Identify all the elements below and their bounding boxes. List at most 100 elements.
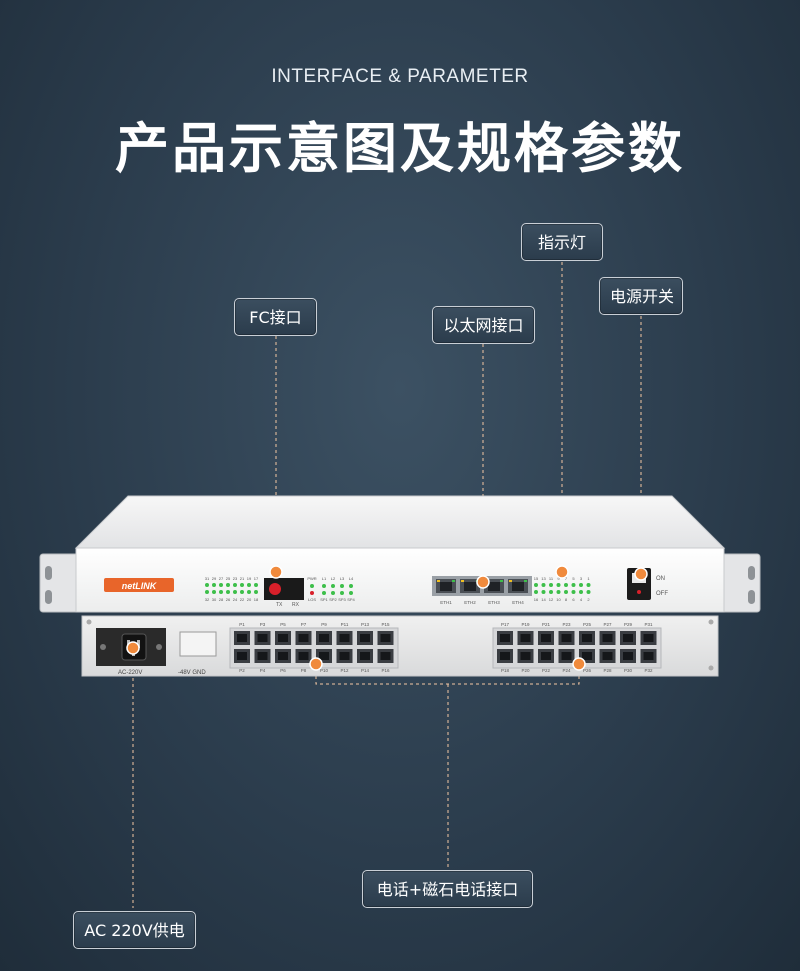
- dc-label: -48V GND: [178, 670, 206, 676]
- phone-port-label: P9: [321, 622, 327, 627]
- status-led-label: SP4: [347, 597, 355, 602]
- led-indicator: [571, 590, 576, 594]
- led-indicator: [541, 583, 546, 587]
- phone-jack: [380, 652, 391, 660]
- dc-terminal: -48V GND: [178, 631, 217, 676]
- status-led-label: SP2: [329, 597, 337, 602]
- phone-jack: [561, 652, 572, 660]
- phone-jack: [237, 652, 247, 660]
- phone-port-label: P23: [562, 622, 571, 627]
- status-led: [331, 584, 335, 588]
- phone-port-label: P24: [562, 668, 571, 673]
- led-label: 18: [254, 597, 259, 602]
- led-indicator: [233, 583, 237, 587]
- phone-port-label: P27: [603, 622, 612, 627]
- led-indicator: [233, 590, 237, 594]
- callout-phone-port: 电话+磁石电话接口: [362, 870, 533, 908]
- ethernet-led: [452, 580, 455, 582]
- led-indicator: [541, 590, 546, 594]
- led-indicator: [534, 590, 538, 594]
- led-label: 22: [240, 597, 245, 602]
- led-label: 21: [240, 576, 245, 581]
- ethernet-led: [461, 580, 464, 582]
- ethernet-led: [437, 580, 440, 582]
- led-indicator: [579, 590, 583, 594]
- fc-port: TX RX: [264, 578, 304, 608]
- phone-ports-right: P17P18P19P20P21P22P23P24P25P26P27P28P29P…: [492, 622, 662, 673]
- led-indicator: [212, 583, 216, 587]
- led-label: 9: [557, 576, 560, 581]
- phone-jack: [237, 634, 247, 642]
- status-led-label: SP3: [338, 597, 346, 602]
- ethernet-port-label: ETH2: [464, 600, 476, 605]
- callout-power-switch: 电源开关: [599, 277, 683, 315]
- status-led: [310, 584, 314, 588]
- led-indicator: [579, 583, 583, 587]
- phone-jack: [339, 652, 350, 660]
- led-label: 13: [541, 576, 546, 581]
- led-indicator: [205, 583, 209, 587]
- ethernet-led: [524, 580, 527, 582]
- phone-jack: [602, 634, 613, 642]
- callout-ethernet-port: 以太网接口: [432, 306, 535, 344]
- led-label: 24: [233, 597, 238, 602]
- led-label: 11: [549, 576, 554, 581]
- led-indicator: [586, 583, 591, 587]
- phone-jack: [623, 634, 633, 642]
- ethernet-jack: [488, 582, 500, 591]
- led-label: 29: [212, 576, 217, 581]
- led-indicator: [247, 583, 251, 587]
- phone-port-label: P2: [239, 668, 245, 673]
- phone-jack: [380, 634, 391, 642]
- led-indicator: [534, 583, 538, 587]
- phone-port-label: P13: [361, 622, 370, 627]
- phone-jack: [582, 652, 592, 660]
- phone-jack: [582, 634, 592, 642]
- screw: [708, 619, 714, 625]
- led-label: 15: [534, 576, 539, 581]
- led-indicator: [549, 583, 553, 587]
- led-label: 20: [247, 597, 252, 602]
- phone-jack: [500, 652, 510, 660]
- phone-jack: [319, 652, 329, 660]
- section-title: 产品示意图及规格参数: [115, 117, 685, 180]
- phone-port-label: P19: [521, 622, 530, 627]
- led-indicator: [219, 583, 223, 587]
- fc-tx-label: TX: [276, 602, 283, 608]
- phone-jack: [319, 634, 329, 642]
- phone-port-label: P8: [301, 668, 307, 673]
- phone-port-label: P30: [624, 668, 633, 673]
- led-indicator: [549, 590, 553, 594]
- led-label: 4: [580, 597, 583, 602]
- status-led: [322, 591, 326, 595]
- led-label: 28: [219, 597, 224, 602]
- phone-port-label: P12: [340, 668, 349, 673]
- ethernet-port-label: ETH3: [488, 600, 500, 605]
- section-subtitle: INTERFACE & PARAMETER: [271, 66, 529, 87]
- phone-port-label: P22: [542, 668, 551, 673]
- led-label: 8: [565, 597, 568, 602]
- ethernet-port-label: ETH1: [440, 600, 452, 605]
- phone-jack: [520, 634, 531, 642]
- status-led: [349, 591, 353, 595]
- phone-jack: [278, 634, 288, 642]
- phone-jack: [602, 652, 613, 660]
- led-indicator: [205, 590, 209, 594]
- callout-indicator: 指示灯: [521, 223, 603, 261]
- led-indicator: [226, 590, 230, 594]
- led-label: 26: [226, 597, 231, 602]
- led-label: 32: [205, 597, 210, 602]
- ac-label: AC-220V: [118, 670, 142, 676]
- status-led-label: SP1: [320, 597, 328, 602]
- phone-jack: [360, 634, 370, 642]
- led-label: 30: [212, 597, 217, 602]
- led-label: 1: [587, 576, 590, 581]
- phone-port-label: P15: [381, 622, 390, 627]
- phone-port-label: P29: [624, 622, 633, 627]
- phone-port-label: P4: [260, 668, 266, 673]
- ethernet-jack: [440, 582, 452, 591]
- phone-port-label: P6: [280, 668, 286, 673]
- led-label: 2: [587, 597, 590, 602]
- led-label: 6: [572, 597, 575, 602]
